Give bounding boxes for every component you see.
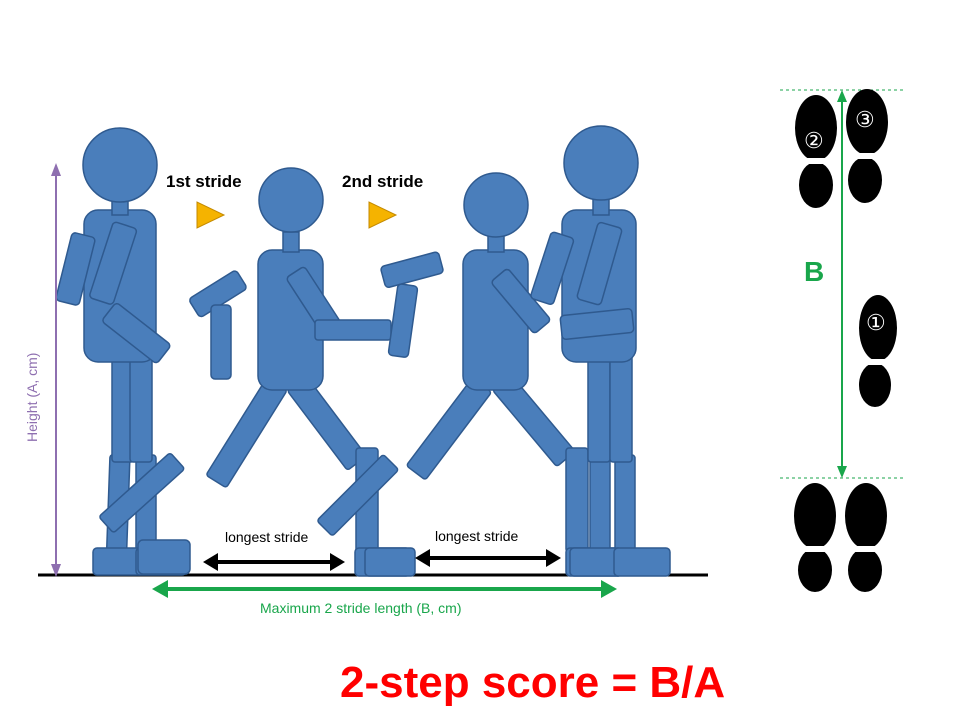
step-2-label: ②: [804, 128, 824, 153]
step-1-label: ①: [866, 310, 886, 335]
first-stride-label: 1st stride: [166, 172, 242, 191]
longest-stride-arrow-2: [415, 549, 561, 567]
footprint-icon: [845, 483, 887, 592]
triangle-right-icon: [368, 201, 398, 229]
footprint-icon: [795, 95, 837, 208]
step-3-label: ③: [855, 107, 875, 132]
longest-stride-label-2: longest stride: [435, 528, 518, 544]
standing-figure-end: [530, 125, 671, 577]
walking-figure-first-stride: [99, 167, 411, 577]
height-arrow: [51, 163, 61, 577]
triangle-right-icon: [196, 201, 226, 229]
longest-stride-label-1: longest stride: [225, 529, 308, 545]
height-label: Height (A, cm): [24, 353, 40, 442]
score-formula: 2-step score = B/A: [340, 658, 725, 707]
max-length-label: Maximum 2 stride length (B, cm): [260, 600, 462, 616]
footprint-icon: [794, 483, 836, 592]
max-length-arrow: [152, 580, 617, 598]
footprint-icon: [846, 89, 888, 203]
second-stride-label: 2nd stride: [342, 172, 423, 191]
b-arrow: [837, 90, 847, 478]
footprint-icon: [859, 295, 897, 407]
longest-stride-arrow-1: [203, 553, 345, 571]
b-label: B: [804, 256, 824, 287]
